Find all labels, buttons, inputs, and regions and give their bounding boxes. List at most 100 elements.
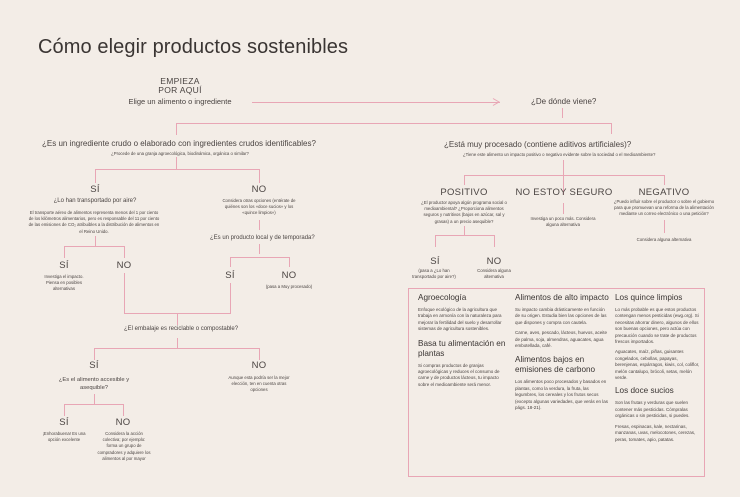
connector-line	[464, 175, 664, 176]
producer-question: ¿El productor apoya algún programa socia…	[421, 200, 507, 224]
connector-line	[123, 404, 124, 416]
connector-line	[563, 203, 564, 214]
accessible-question: ¿Es el alimento accesible y asequible?	[58, 377, 130, 391]
origin-question: ¿De dónde viene?	[531, 97, 597, 106]
yes-label: SÍ	[225, 270, 235, 281]
no-label: NO	[251, 184, 267, 195]
glossary-text: Lo más probable es que estos productos c…	[615, 307, 699, 345]
glossary-heading: Alimentos bajos en emisiones de carbono	[515, 355, 596, 375]
connector-line	[435, 235, 494, 236]
positive-label: POSITIVO	[440, 187, 488, 198]
connector-line	[176, 157, 177, 169]
glossary-text: Aguacates, maíz, piñas, guisantes congel…	[615, 349, 700, 381]
air-transport-note: El transporte aéreo de alimentos represe…	[28, 210, 160, 234]
connector-line	[124, 273, 125, 313]
connector-line	[64, 404, 123, 405]
connector-line	[563, 160, 564, 195]
glossary-heading: Agroecología	[418, 293, 467, 302]
alternative-note: Considera alguna alternativa	[477, 268, 511, 280]
connector-line	[259, 348, 260, 360]
connector-line	[64, 404, 65, 416]
glossary-column-3: Los quince limpios Lo más probable es qu…	[615, 293, 701, 447]
negative-label: NEGATIVO	[638, 187, 690, 198]
connector-line	[252, 102, 500, 103]
yes-label: SÍ	[90, 184, 100, 195]
connector-line	[177, 313, 178, 325]
connector-line	[95, 169, 259, 170]
glossary-text: Si compras productos de granjas agroecol…	[418, 362, 500, 387]
impact-subquestion: ¿Tiene este alimento un impacto positivo…	[463, 152, 656, 157]
go-to-air-note: (pasa a ¿Lo han transportado por aire?)	[412, 268, 456, 280]
connector-line	[230, 257, 289, 258]
connector-line	[95, 169, 96, 183]
unsure-label: NO ESTOY SEGURO	[515, 187, 613, 198]
glossary-text: Enfoque ecológico de la agricultura que …	[418, 307, 502, 332]
no-label: NO	[251, 360, 267, 371]
connector-line	[611, 123, 612, 134]
connector-line	[259, 169, 260, 183]
alternative-note-2: Considera alguna alternativa	[636, 237, 692, 242]
connector-line	[259, 220, 260, 230]
no-label: NO	[486, 256, 502, 267]
glossary-text: Su impacto cambia drásticamente en funci…	[515, 307, 607, 325]
connector-line	[259, 244, 260, 254]
investigate-note: Investiga el impacto. Piensa en posibles…	[44, 274, 84, 292]
arrow-right-icon	[492, 98, 500, 106]
no-label: NO	[281, 270, 297, 281]
connector-line	[664, 175, 665, 185]
connector-line	[562, 108, 563, 118]
connector-line	[177, 338, 178, 348]
investigate-more-note: Investiga un poco más. Considera alguna …	[530, 216, 596, 228]
other-options-note: Considera otras opciones (entérate de qu…	[222, 198, 296, 216]
glossary-text: Son las frutas y verduras que suelen con…	[615, 400, 690, 419]
start-label-2: POR AQUÍ	[158, 85, 202, 95]
yes-label: SÍ	[430, 256, 440, 267]
connector-line	[94, 348, 95, 360]
connector-line	[494, 235, 495, 247]
yes-label: SÍ	[59, 417, 69, 428]
connector-line	[64, 246, 124, 247]
congrats-note: ¡Enhorabuena! Es una opción excelente	[42, 431, 86, 443]
packaging-question: ¿El embalaje es reciclable o compostable…	[124, 326, 239, 332]
connector-line	[176, 123, 611, 124]
connector-line	[289, 257, 290, 267]
yes-label: SÍ	[89, 360, 99, 371]
start-label-1: EMPIEZA	[160, 76, 200, 86]
connector-line	[64, 246, 65, 258]
glossary-text: Fresas, espinacas, kale, nectarinas, man…	[615, 423, 696, 442]
other-options-note-2: Aunque esta podría ser la mejor elección…	[228, 375, 290, 393]
glossary-text: Carne, aves, pescado, lácteos, huevos, a…	[515, 330, 608, 349]
local-seasonal-question: ¿Es un producto local y de temporada?	[210, 235, 315, 241]
processed-question: ¿Está muy procesado (contiene aditivos a…	[444, 140, 632, 149]
glossary-heading: Los quince limpios	[615, 293, 683, 302]
start-instruction: Elige un alimento o ingrediente	[128, 97, 232, 106]
no-label: NO	[116, 260, 132, 271]
influence-question: ¿Puedo influir sobre el productor o sobr…	[613, 199, 715, 217]
glossary-column-1: Agroecología Enfoque ecológico de la agr…	[418, 293, 510, 392]
connector-line	[124, 246, 125, 258]
air-transport-question: ¿Lo han transportado por aire?	[53, 198, 137, 204]
yes-label: SÍ	[59, 260, 69, 271]
glossary-heading: Basa tu alimentación en plantas	[418, 338, 506, 358]
connector-line	[464, 175, 465, 185]
connector-line	[464, 226, 465, 235]
connector-line	[95, 236, 96, 246]
connector-line	[176, 123, 177, 135]
connector-line	[94, 394, 95, 404]
connector-line	[94, 348, 259, 349]
start-node: EMPIEZA POR AQUÍ Elige un alimento o ing…	[110, 76, 250, 107]
glossary-heading: Los doce sucios	[615, 386, 674, 396]
go-to-processed-note: (pasa a Muy procesado)	[265, 284, 313, 289]
glossary-column-2: Alimentos de alto impacto Su impacto cam…	[515, 293, 609, 415]
glossary-heading: Alimentos de alto impacto	[515, 293, 609, 302]
connector-line	[664, 220, 665, 233]
glossary-box: Agroecología Enfoque ecológico de la agr…	[408, 288, 705, 477]
page-title: Cómo elegir productos sostenibles	[38, 36, 349, 58]
collective-action-note: Considera la acción colectiva; por ejemp…	[97, 431, 151, 461]
no-label: NO	[115, 417, 131, 428]
connector-line	[435, 235, 436, 247]
raw-ingredient-question: ¿Es un ingrediente crudo o elaborado con…	[42, 139, 316, 148]
connector-line	[230, 257, 231, 267]
connector-line	[230, 283, 231, 313]
farm-subquestion: ¿Procede de una granja agroecológica, bi…	[111, 151, 249, 156]
